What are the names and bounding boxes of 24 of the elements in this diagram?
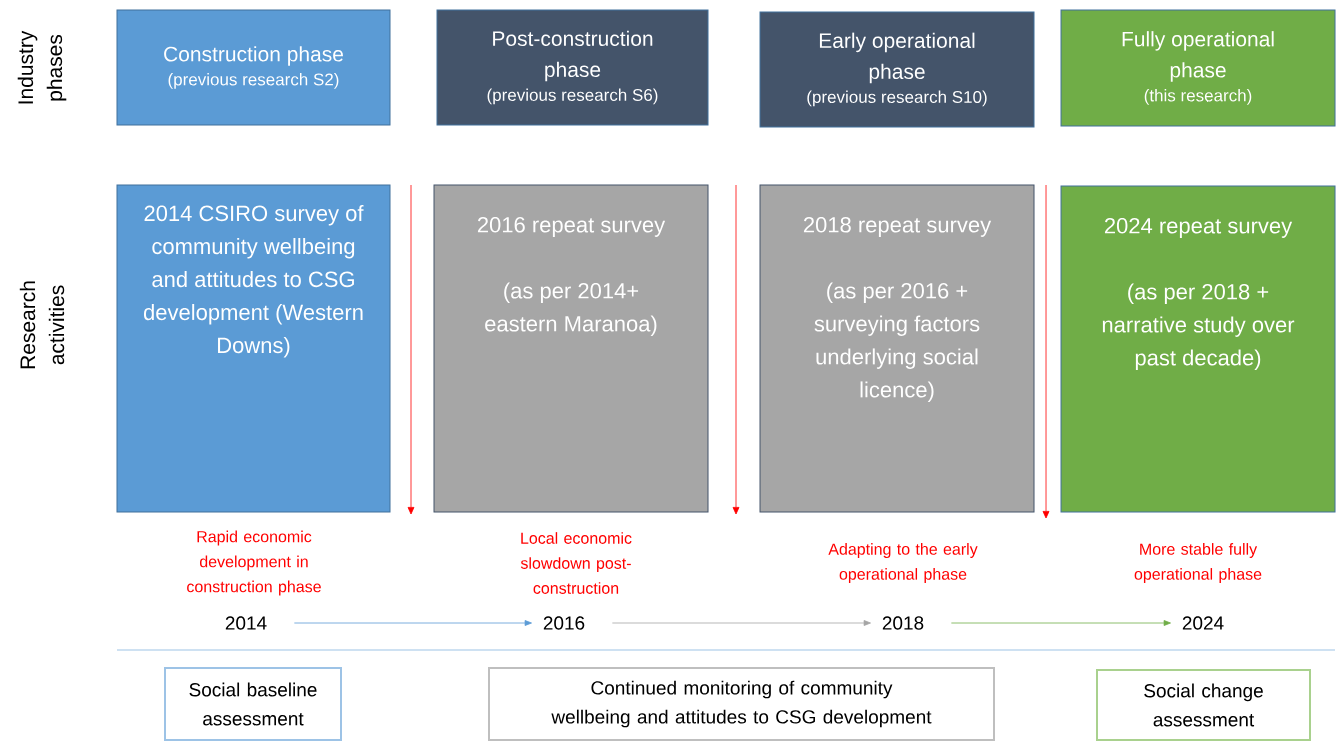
axis-label: Research activities bbox=[19, 281, 65, 369]
assessment-box: Social baseline assessment bbox=[164, 667, 342, 741]
arrow bbox=[293, 620, 532, 626]
phase-box: Early operational phase (previous research S10) bbox=[759, 11, 1035, 128]
arrow bbox=[611, 620, 871, 626]
phase-note: Rapid economic development in construction phase bbox=[187, 530, 321, 596]
year-label: 2018 bbox=[882, 616, 924, 630]
year-label: 2024 bbox=[1182, 616, 1224, 630]
survey-box: 2024 repeat survey (as per 2018 + narrative study over past decade) bbox=[1060, 185, 1336, 513]
phase-note: Adapting to the early operational phase bbox=[828, 543, 978, 583]
phase-box: Post-construction phase (previous research S6) bbox=[436, 9, 709, 126]
year-label: 2014 bbox=[225, 616, 267, 630]
phase-note: More stable fully operational phase bbox=[1134, 543, 1262, 583]
survey-box: 2016 repeat survey (as per 2014+ eastern Maranoa) bbox=[433, 184, 709, 513]
phase-box: Fully operational phase (this research) bbox=[1060, 9, 1336, 127]
survey-box: 2018 repeat survey (as per 2016 + surveying factors underlying social licence) bbox=[759, 184, 1035, 513]
assessment-box: Social change assessment bbox=[1096, 669, 1311, 741]
phase-note: Local economic slowdown post-construction bbox=[520, 532, 632, 594]
axis-label: Industry phases bbox=[17, 30, 67, 104]
phase-box: Construction phase (previous research S2) bbox=[116, 9, 391, 126]
survey-box: 2014 CSIRO survey of community wellbeing and attitudes to CSG development (Western Downs) bbox=[116, 184, 391, 513]
arrow bbox=[950, 620, 1171, 626]
monitoring-box: Continued monitoring of community wellbeing and attitudes to CSG development bbox=[488, 667, 995, 741]
year-label: 2016 bbox=[543, 616, 585, 630]
